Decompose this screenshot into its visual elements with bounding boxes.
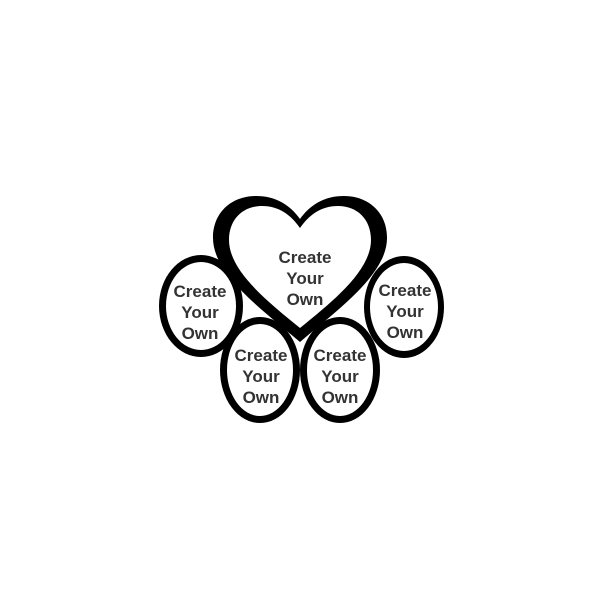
left-label-line1: Create	[173, 282, 227, 301]
botright-label-line1: Create	[313, 346, 367, 365]
botright-label-line2: Your	[321, 367, 359, 386]
right-label-line1: Create	[378, 281, 432, 300]
botleft-label-line1: Create	[234, 346, 288, 365]
left-label-line2: Your	[181, 303, 219, 322]
right-toe-slot[interactable]	[370, 263, 438, 351]
bottom-right-toe-label[interactable]: Create Your Own	[290, 345, 390, 408]
bottom-right-toe-slot[interactable]	[307, 324, 373, 416]
bottom-left-toe-slot[interactable]	[227, 324, 293, 416]
heart-label-line1: Create	[278, 248, 332, 267]
heart-label-line3: Own	[286, 290, 324, 309]
right-toe-label[interactable]: Create Your Own	[355, 280, 455, 343]
right-label-line3: Own	[386, 323, 424, 342]
botright-label-line3: Own	[321, 388, 359, 407]
left-toe-slot[interactable]	[166, 262, 236, 350]
left-toe-label[interactable]: Create Your Own	[150, 281, 250, 344]
botleft-label-line2: Your	[242, 367, 280, 386]
left-label-line3: Own	[181, 324, 219, 343]
right-label-line2: Your	[386, 302, 424, 321]
heart-slot-label[interactable]: Create Your Own	[255, 247, 355, 310]
heart-label-line2: Your	[286, 269, 324, 288]
bottom-left-toe-label[interactable]: Create Your Own	[211, 345, 311, 408]
botleft-label-line3: Own	[242, 388, 280, 407]
heart-slot[interactable]	[229, 206, 371, 328]
